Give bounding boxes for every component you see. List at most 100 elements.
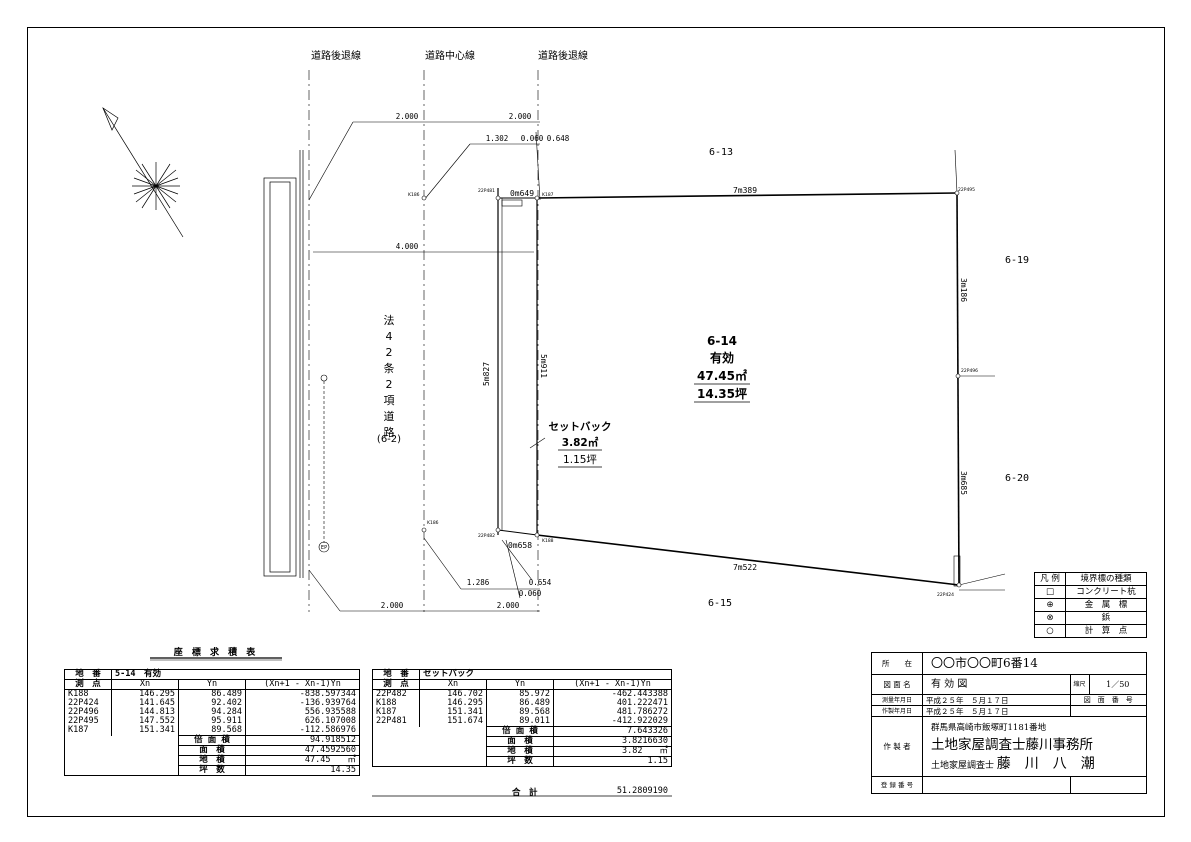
summary-value: 7.643326 (553, 726, 672, 737)
ep-label: EP (321, 545, 327, 551)
legend-label: コンクリート杭 (1065, 585, 1147, 599)
point-k188: K188 (542, 538, 554, 544)
legend-symbol-icon: ⊕ (1034, 598, 1066, 612)
legend-item: ⊕金 属 標 (1034, 598, 1147, 612)
marker-22p481 (495, 195, 501, 201)
dim-bottom-left: 2.000 (381, 601, 404, 610)
t1-header-yn: Yn (178, 679, 246, 690)
value-cell: 151.674 (419, 717, 487, 727)
registration-extra (1069, 776, 1148, 794)
summary-spacer (64, 755, 179, 766)
neighbor-lot-right-lower: 6-20 (1005, 473, 1029, 484)
dim-4000: 4.000 (396, 242, 419, 251)
neighbor-lot-top: 6-13 (709, 147, 733, 158)
t1-header-calc: (Xn+1 - Xn-1)Yn (245, 679, 360, 690)
dimension-lines (308, 121, 541, 612)
marker-k186-bottom (421, 527, 427, 533)
edge-bottom-short-length: 0m658 (508, 541, 532, 550)
edge-top-short-length: 0m649 (510, 189, 534, 198)
summary-spacer (372, 726, 487, 737)
location-value: 〇〇市〇〇町6番14 (922, 652, 1147, 675)
road-vertical-char: 4 (386, 330, 393, 343)
road-center-line-label: 道路中心線 (425, 49, 475, 62)
author-block: 群馬県高崎市飯塚町1181番地 土地家屋調査士藤川事務所 土地家屋調査士 藤 川… (922, 716, 1147, 777)
neighbor-lot-bottom: 6-15 (708, 598, 732, 609)
marker-22p482 (495, 527, 501, 533)
t2-lot-label: 地 番 (372, 669, 420, 680)
value-cell: -412.922029 (553, 717, 672, 727)
lot-area-label: 47.45㎡ (697, 368, 747, 383)
coordinate-table-setback: 地 番 セットバック 測 点 Xn Yn (Xn+1 - Xn-1)Yn 22P… (372, 669, 672, 767)
author-name: 藤 川 八 潮 (996, 755, 1095, 772)
neighbor-lot-right-upper: 6-19 (1005, 255, 1029, 266)
point-k187: K187 (542, 192, 554, 198)
summary-value: 1.15 (553, 756, 672, 767)
author-office: 土地家屋調査士藤川事務所 (931, 736, 1093, 753)
dim-bottom-right: 2.000 (497, 601, 520, 610)
road-setback-line-right-label: 道路後退線 (538, 49, 588, 62)
dim-top-left: 2.000 (396, 112, 419, 121)
marker-k186-top (421, 195, 427, 201)
setback-tsubo-label: 1.15坪 (563, 453, 597, 466)
setback-label: セットバック (549, 421, 612, 433)
t2-header-point: 測 点 (372, 679, 420, 690)
summary-label: 坪 数 (178, 765, 246, 776)
legend-label: 鋲 (1065, 611, 1147, 625)
summary-value: 14.35 (245, 765, 360, 776)
lot-effective-label: 有効 (710, 350, 734, 365)
road-setback-line-left-label: 道路後退線 (311, 49, 361, 62)
legend-header-left: 凡 例 (1034, 572, 1066, 586)
t1-header-point: 測 点 (64, 679, 112, 690)
edge-left-outer-length: 5m827 (482, 362, 491, 386)
point-name-cell: K187 (64, 726, 112, 736)
marker-22p495 (954, 190, 960, 196)
summary-label: 面 積 (178, 745, 246, 756)
value-cell: -838.597344 (245, 689, 360, 699)
drawing-name-label: 図 面 名 (871, 674, 923, 695)
marker-k188 (534, 532, 540, 538)
registration-number-value (922, 776, 1071, 794)
value-cell: 481.786272 (553, 708, 672, 717)
point-22p424: 22P424 (937, 592, 954, 598)
dim-0060-top: 0.060 (521, 134, 544, 143)
road-vertical-char: 項 (384, 394, 395, 407)
t2-header-calc: (Xn+1 - Xn-1)Yn (553, 679, 672, 690)
point-22p482: 22P482 (478, 533, 495, 539)
location-label: 所 在 (871, 652, 923, 675)
lot-tsubo-label: 14.35坪 (697, 387, 747, 401)
setback-area-label: 3.82㎡ (562, 436, 599, 449)
author-title: 土地家屋調査士 (931, 760, 995, 771)
road-lot-number: (6-2) (377, 434, 401, 445)
calc-table-title: 座 標 求 積 表 (173, 646, 259, 658)
compass-rose-icon (102, 107, 184, 238)
survey-date-label: 測量年月日 (871, 694, 923, 706)
dim-top-right: 2.000 (509, 112, 532, 121)
legend-item: ⊗鋲 (1034, 611, 1147, 625)
legend-label: 金 属 標 (1065, 598, 1147, 612)
dim-0654: 0.654 (529, 578, 552, 587)
summary-label: 地 積 (486, 746, 554, 757)
edge-right-lower-length: 3m685 (959, 471, 968, 495)
legend-item: ○計 算 点 (1034, 624, 1147, 638)
survey-date-value: 平成２５年 ５月１７日 (922, 694, 1071, 706)
drawing-name-value: 有 効 図 (922, 674, 1071, 695)
legend-header-right: 境界標の種類 (1065, 572, 1147, 586)
author-address: 群馬県高崎市飯塚町1181番地 (931, 722, 1047, 733)
legend-symbol-icon: ○ (1034, 624, 1066, 638)
t2-header-xn: Xn (419, 679, 487, 690)
drawing-frame (27, 27, 1165, 817)
summary-label: 面 積 (486, 736, 554, 747)
marker-22p424 (956, 582, 962, 588)
summary-label: 倍 面 積 (486, 726, 554, 737)
point-22p496: 22P496 (961, 368, 978, 374)
